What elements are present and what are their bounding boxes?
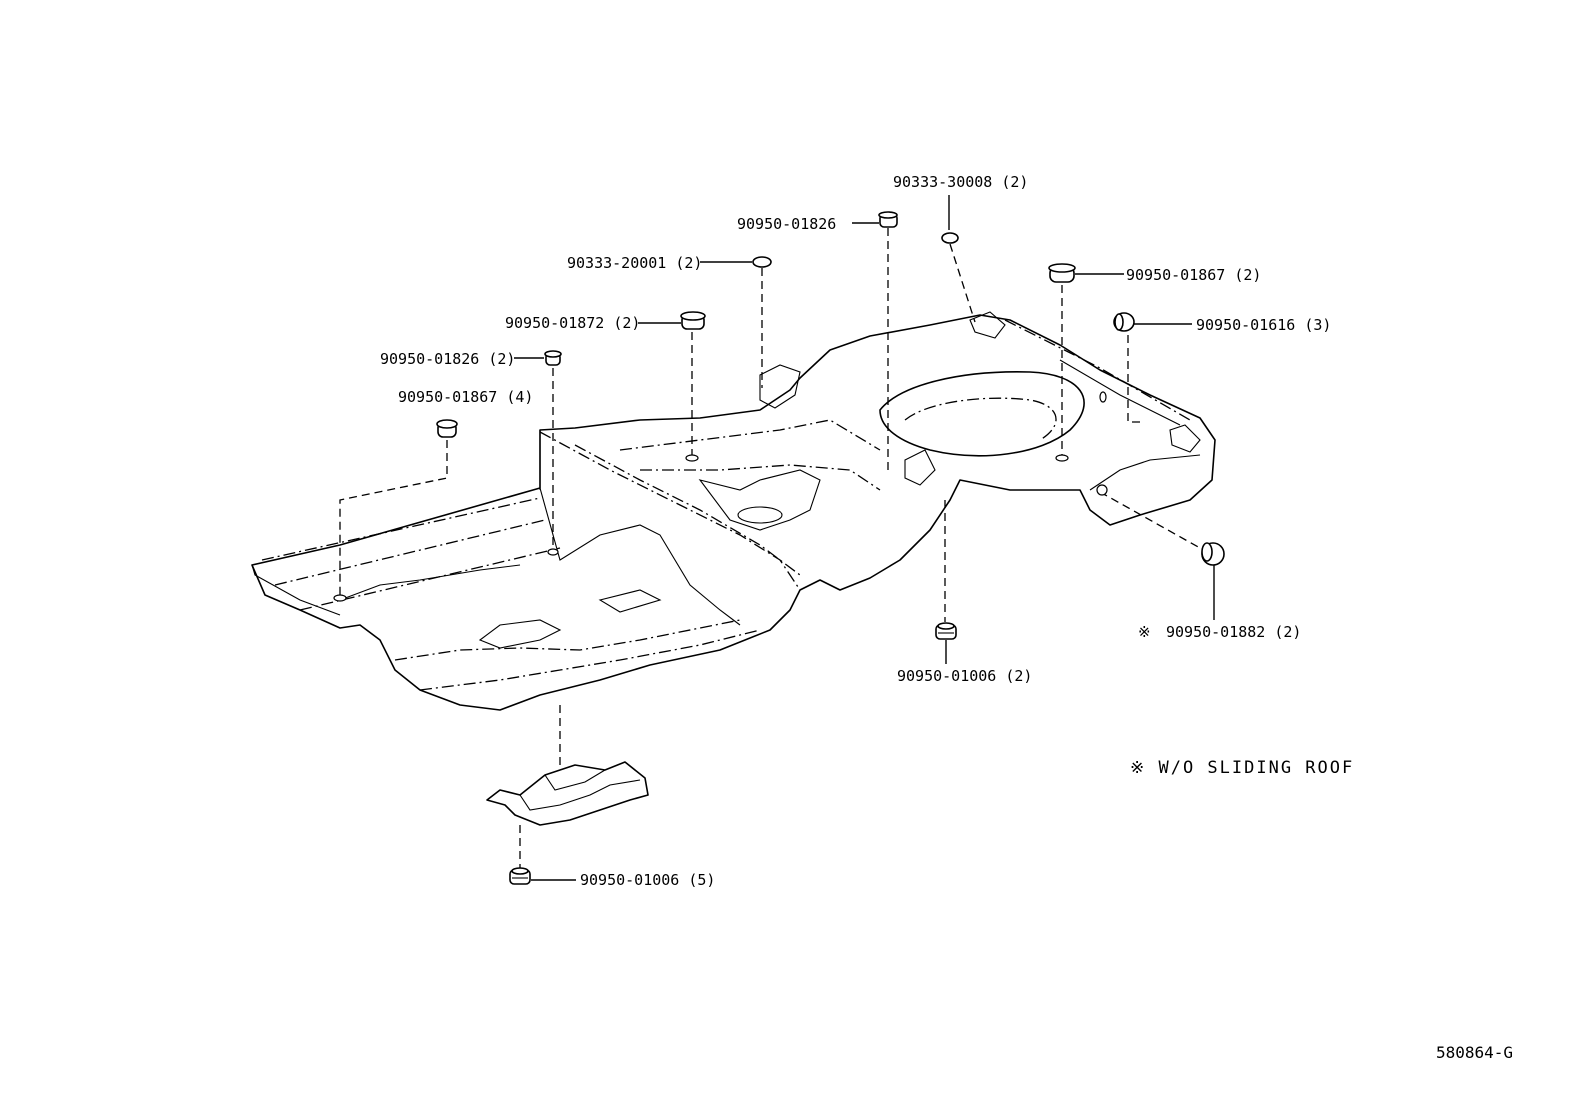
plug-90950-01006-5-icon[interactable] xyxy=(509,867,531,885)
part-labels: 90333-30008 (2) 90950-01826 90333-20001 … xyxy=(380,173,1331,889)
plug-90333-20001-2-icon[interactable] xyxy=(752,256,772,268)
label-90950-01616[interactable]: 90950-01616 (3) xyxy=(1196,316,1331,334)
leader-lines xyxy=(514,195,1215,881)
sliding-roof-note: ※ W/O SLIDING ROOF xyxy=(1130,758,1354,778)
label-90950-01006-2[interactable]: 90950-01006 (2) xyxy=(897,667,1032,685)
label-90950-01006-5[interactable]: 90950-01006 (5) xyxy=(580,871,715,889)
plug-90950-01006-2-icon[interactable] xyxy=(935,622,957,640)
plug-90950-01826-icon[interactable] xyxy=(878,211,898,228)
label-90950-01872[interactable]: 90950-01872 (2) xyxy=(505,314,640,332)
label-90333-20001[interactable]: 90333-20001 (2) xyxy=(567,254,702,272)
plug-90950-01872-2-icon[interactable] xyxy=(680,311,706,330)
label-90333-30008[interactable]: 90333-30008 (2) xyxy=(893,173,1028,191)
floor-pan-illustration xyxy=(251,311,1216,711)
assembly-lines xyxy=(339,228,1201,868)
plug-90950-01882-2-icon[interactable] xyxy=(1201,542,1225,566)
plug-90950-01867-4-icon[interactable] xyxy=(436,419,458,438)
plug-90950-01826-2-icon[interactable] xyxy=(544,350,562,366)
plug-90333-30008-2-icon[interactable] xyxy=(941,232,959,244)
label-90950-01882[interactable]: 90950-01882 (2) xyxy=(1166,623,1301,641)
plugs xyxy=(333,211,1225,885)
diagram-reference-number: 580864-G xyxy=(1436,1043,1513,1062)
note-symbol-marker: ※ xyxy=(1138,623,1151,641)
label-90950-01826-2[interactable]: 90950-01826 (2) xyxy=(380,350,515,368)
label-90950-01867-2[interactable]: 90950-01867 (2) xyxy=(1126,266,1261,284)
plug-90950-01867-2-icon[interactable] xyxy=(1048,263,1076,283)
plug-90950-01616-3-icon[interactable] xyxy=(1113,312,1135,332)
label-90950-01867-4[interactable]: 90950-01867 (4) xyxy=(398,388,533,406)
label-90950-01826-single[interactable]: 90950-01826 xyxy=(737,215,836,233)
heat-insulator-illustration xyxy=(486,761,649,826)
